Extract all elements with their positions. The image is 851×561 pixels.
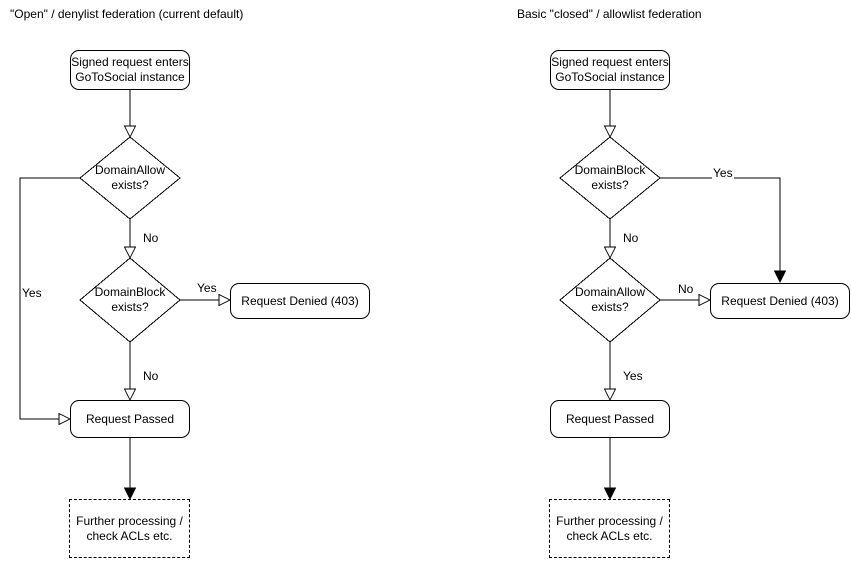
diagram-title: Basic "closed" / allowlist federation [517,7,702,21]
denied-node: Request Denied (403) [230,283,370,319]
further-processing-node: Further processing / check ACLs etc. [69,499,190,558]
arrowhead-open [58,412,72,426]
edge-label-yes: Yes [21,286,43,300]
decision2-node-text: DomainBlock exists? [94,285,166,314]
arrowhead-open [603,125,617,139]
edge-label-no: No [677,282,695,296]
start-node: Signed request enters GoToSocial instanc… [550,50,670,90]
decision2-node-text: DomainAllow exists? [574,285,646,314]
arrowhead-open [123,246,137,260]
arrowhead-filled [603,487,617,501]
arrowhead-filled [773,270,787,284]
decision1-node-text: DomainAllow exists? [94,163,166,192]
edge-label-no: No [142,231,160,245]
arrowhead-open [603,246,617,260]
edge-label-no: No [142,369,160,383]
passed-node: Request Passed [550,400,670,438]
arrowhead-open [123,125,137,139]
arrowhead-open [218,293,232,307]
passed-node: Request Passed [70,400,190,438]
further-processing-node: Further processing / check ACLs etc. [549,499,670,558]
edge-label-yes: Yes [712,166,734,180]
start-node: Signed request enters GoToSocial instanc… [70,50,190,90]
edge-label-no: No [622,231,640,245]
diagram-title: "Open" / denylist federation (current de… [10,7,244,21]
arrowhead-open [603,388,617,402]
arrowhead-filled [123,487,137,501]
edge-label-yes: Yes [196,281,218,295]
arrowhead-open [698,293,712,307]
decision1-node-text: DomainBlock exists? [574,163,646,192]
edge-decision1-yes-to-passed [19,177,80,420]
edge-decision1-yes-to-denied [660,177,781,271]
arrowhead-open [123,388,137,402]
edge-label-yes: Yes [622,369,644,383]
denied-node: Request Denied (403) [710,283,850,319]
